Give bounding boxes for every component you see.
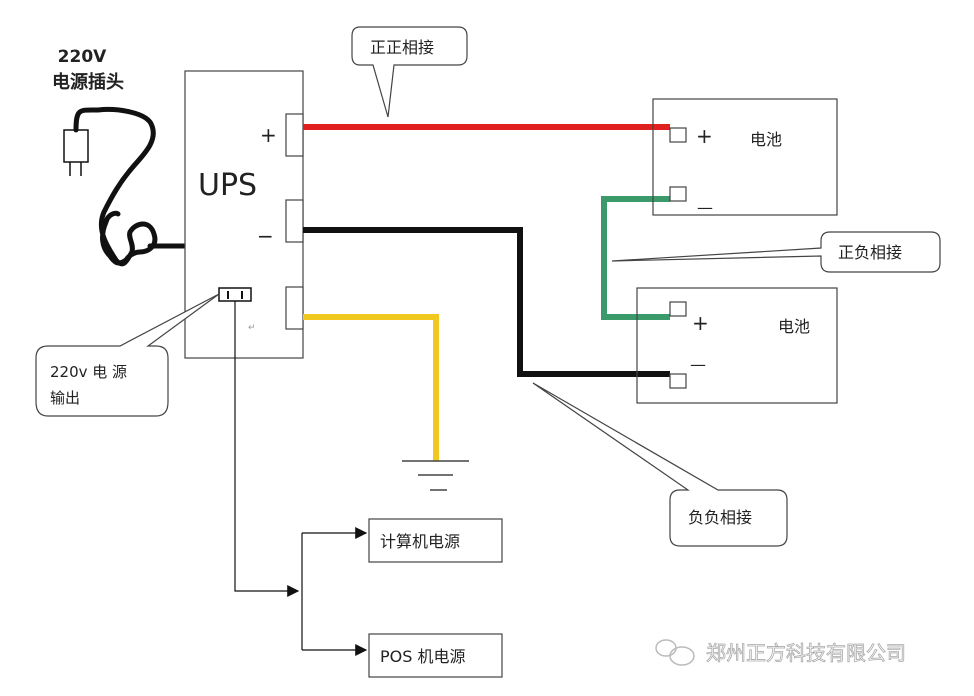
- battery-1-negative-terminal: [669, 186, 687, 202]
- ups-negative-terminal: [285, 199, 304, 243]
- ground-icon: [402, 460, 469, 491]
- callout-pos-pos-text: 正正相接: [370, 38, 434, 57]
- ground-wire: [303, 314, 439, 461]
- ups-box: [184, 70, 304, 359]
- load-pos-box: [368, 633, 503, 678]
- ups-positive-terminal: [285, 113, 304, 157]
- battery-2-label: 电池: [778, 317, 810, 336]
- plug-icon: [63, 129, 89, 176]
- callout-output-line2: 输出: [50, 389, 80, 407]
- battery-1-label: 电池: [750, 130, 782, 149]
- battery-2-box: [636, 287, 838, 404]
- output-line: [234, 301, 300, 597]
- wechat-icon: [655, 639, 695, 666]
- callout-output: [35, 293, 220, 417]
- callout-pos-neg: [611, 231, 941, 273]
- battery-2-positive-sign: +: [692, 311, 709, 335]
- ups-title: UPS: [198, 168, 257, 203]
- battery-1-positive-sign: +: [696, 124, 713, 148]
- callout-neg-neg-text: 负负相接: [688, 508, 752, 527]
- battery-2-negative-terminal: [669, 373, 687, 389]
- battery-1-positive-terminal: [669, 127, 687, 143]
- plug-voltage-label: 220V: [58, 47, 107, 67]
- ups-negative-sign: −: [257, 224, 274, 248]
- ups-ground-terminal: [285, 286, 304, 330]
- load-computer-label: 计算机电源: [380, 532, 460, 551]
- battery-1-box: [652, 98, 838, 216]
- battery-2-negative-sign: —: [690, 355, 706, 374]
- plug-label: 电源插头: [52, 71, 124, 93]
- load-computer-box: [368, 518, 503, 563]
- callout-neg-neg: [532, 382, 788, 547]
- power-cord: [73, 107, 189, 267]
- load-pos-label: POS 机电源: [380, 647, 466, 666]
- callout-pos-neg-text: 正负相接: [838, 243, 902, 262]
- ups-output-socket: [218, 287, 252, 302]
- callout-output-line1: 220v 电 源: [50, 363, 127, 381]
- battery-1-negative-sign: —: [697, 198, 713, 217]
- battery-2-positive-terminal: [669, 301, 687, 317]
- paragraph-mark: ↵: [248, 323, 256, 333]
- negative-wire: [303, 227, 670, 377]
- callout-pos-pos: [351, 26, 468, 118]
- watermark-text: 郑州正方科技有限公司: [706, 641, 906, 665]
- ups-positive-sign: +: [260, 123, 277, 147]
